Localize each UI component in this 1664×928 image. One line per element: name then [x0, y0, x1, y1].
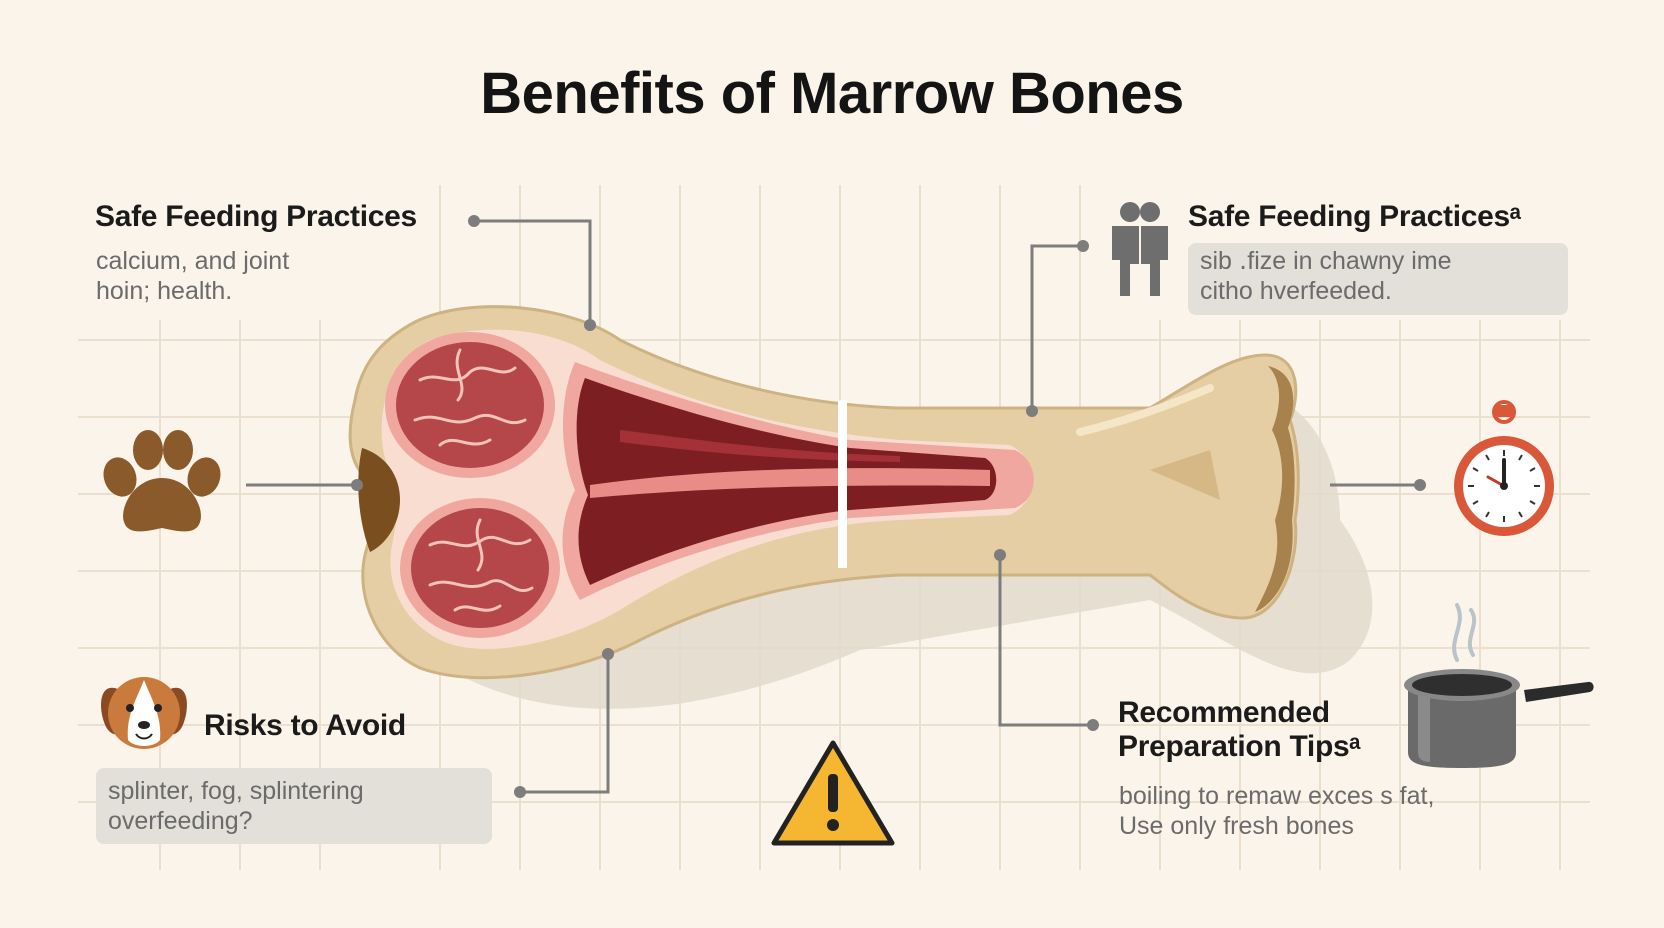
paw-icon: [103, 430, 221, 532]
bone-knob-shade: [1255, 366, 1295, 612]
top-right-note-box: [1188, 243, 1568, 315]
bottom-left-line-1: splinter, fog, splintering: [108, 777, 364, 805]
connector-top-right: [1030, 244, 1083, 411]
bottom-left-note-box: [96, 768, 492, 844]
top-left-heading: Safe Feeding Practices: [95, 200, 417, 233]
people-icon: [1112, 202, 1168, 296]
bottom-right-text: boiling to remaw exces s fat, Use only f…: [1119, 781, 1434, 841]
bottom-left-text: splinter, fog, splintering overfeeding?: [108, 776, 364, 836]
cooking-pot-icon: [1404, 669, 1594, 768]
steam-icon: [1452, 603, 1477, 662]
page-title: Benefits of Marrow Bones: [480, 61, 1184, 126]
warning-icon: [771, 740, 895, 846]
connector-bottom-left: [520, 654, 610, 794]
bottom-right-heading: Recommended Preparation Tipsᵃ: [1118, 696, 1361, 764]
top-right-text: sib ․fize in chawny ime citho hverfeeded…: [1200, 246, 1452, 306]
bottom-right-line-2: Use only fresh bones: [1119, 812, 1354, 840]
connector-bottom-right: [998, 555, 1093, 727]
bone-highlight: [1076, 384, 1214, 436]
dog-face-icon: [101, 677, 187, 749]
bottom-right-heading-line-1: Recommended: [1118, 696, 1330, 729]
top-left-text: calcium, and joint hoin; health.: [96, 246, 289, 306]
top-right-line-1: sib ․fize in chawny ime: [1200, 247, 1452, 275]
top-right-heading: Safe Feeding Practicesᵃ: [1188, 200, 1521, 233]
bone-cut-line: [838, 400, 847, 568]
marrow-top-core: [396, 342, 544, 468]
marrow-canal-streak: [620, 430, 900, 462]
bone-illustration: [348, 305, 1300, 680]
marrow-veins: [413, 348, 534, 612]
marrow-canal-band: [590, 468, 990, 498]
bone-knob-notch: [1150, 450, 1220, 500]
bottom-right-heading-line-2: Preparation Tipsᵃ: [1118, 730, 1361, 763]
bottom-left-heading: Risks to Avoid: [204, 709, 406, 742]
connector-dots: [351, 215, 1426, 798]
top-left-line-2: hoin; health.: [96, 277, 233, 305]
connector-lines: [246, 219, 1420, 794]
connector-top-left: [474, 219, 592, 325]
stopwatch-icon: [1454, 400, 1554, 536]
top-left-line-1: calcium, and joint: [96, 247, 290, 275]
bottom-left-line-2: overfeeding?: [108, 807, 253, 835]
bottom-right-line-1: boiling to remaw exces s fat,: [1119, 782, 1435, 810]
top-right-line-2: citho hverfeeded.: [1200, 277, 1392, 305]
bone-end-cavity: [358, 448, 400, 552]
